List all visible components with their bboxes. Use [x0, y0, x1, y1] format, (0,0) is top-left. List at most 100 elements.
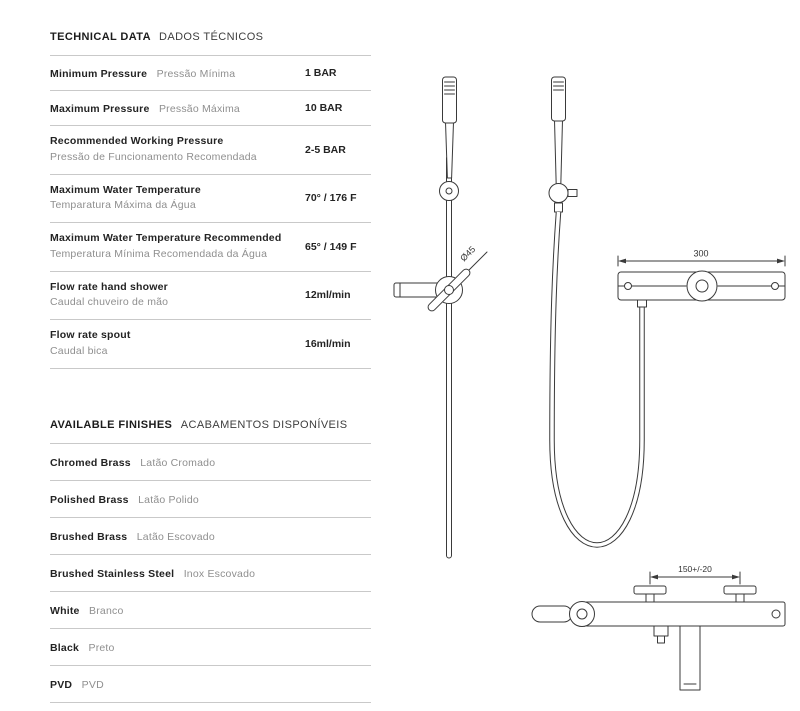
- row-label-en: Maximum Pressure: [50, 103, 150, 115]
- inlet-union-right: [723, 585, 757, 595]
- hose-nut: [554, 202, 563, 213]
- spray-face-lines: [444, 81, 455, 95]
- table-row-max-temperature: Maximum Water Temperature Temparatura Má…: [50, 175, 371, 223]
- row-value: 65° / 149 F: [305, 240, 357, 253]
- diameter-label: Ø45: [458, 244, 477, 263]
- dim-arrow-right: [777, 258, 785, 264]
- row-label-en: Maximum Water Temperature: [50, 183, 201, 196]
- bar-width-label: 300: [693, 249, 708, 259]
- table-row-flow-hand-shower: Flow rate hand shower Caudal chuveiro de…: [50, 272, 371, 320]
- handle-flange-inner: [576, 608, 588, 620]
- available-finishes-section: AVAILABLE FINISHES ACABAMENTOS DISPONÍVE…: [50, 419, 371, 703]
- hand-shower-outlet: [653, 625, 669, 637]
- finish-label-pt: Preto: [88, 641, 115, 654]
- row-value: 10 BAR: [305, 102, 343, 114]
- dim-arrow-left-2: [650, 574, 658, 580]
- hand-shower-head: [442, 76, 457, 124]
- row-label-pt: Temparatura Máxima da Água: [50, 199, 196, 212]
- mixer-front-drawing: 300: [617, 249, 786, 302]
- inlet-stem-right: [735, 593, 745, 603]
- table-row-working-pressure: Recommended Working Pressure Pressão de …: [50, 126, 371, 175]
- row-value: 12ml/min: [305, 289, 351, 302]
- finish-item-black: Black Preto: [50, 629, 371, 666]
- spout-down: [679, 625, 701, 691]
- bar-end-screw-left: [624, 282, 632, 290]
- technical-data-title: TECHNICAL DATA DADOS TÉCNICOS: [50, 31, 371, 43]
- finish-list: Chromed Brass Latão Cromado Polished Bra…: [50, 442, 371, 703]
- inlet-spacing-label: 150+/-20: [678, 564, 712, 574]
- dim-extension-lines-2: [649, 571, 741, 585]
- finish-label-en: Brushed Brass: [50, 530, 128, 543]
- dim-arrow-right-2: [732, 574, 740, 580]
- spray-face-lines-side: [553, 81, 564, 91]
- available-finishes-title-pt: ACABAMENTOS DISPONÍVEIS: [180, 418, 348, 431]
- row-label-pt: Caudal bica: [50, 344, 108, 357]
- row-label-pt: Pressão Mínima: [156, 68, 236, 80]
- table-row-max-pressure: Maximum Pressure Pressão Máxima 10 BAR: [50, 91, 371, 126]
- row-label-en: Flow rate spout: [50, 329, 131, 341]
- finish-item-brushed-brass: Brushed Brass Latão Escovado: [50, 518, 371, 555]
- thermostat-knob: [686, 270, 718, 302]
- available-finishes-title: AVAILABLE FINISHES ACABAMENTOS DISPONÍVE…: [50, 419, 371, 431]
- thermostat-knob-inner: [695, 279, 709, 293]
- finish-label-pt: Branco: [89, 604, 124, 617]
- side-view-drawing: [548, 76, 647, 548]
- row-label-pt: Temperatura Mínima Recomendada da Água: [50, 247, 268, 260]
- row-label-pt: Pressão de Funcionamento Recomendada: [50, 150, 257, 163]
- shower-hose-outer: [549, 211, 645, 548]
- row-label-en: Maximum Water Temperature Recommended: [50, 232, 282, 244]
- finish-item-chromed-brass: Chromed Brass Latão Cromado: [50, 444, 371, 481]
- hand-shower-handle: [445, 121, 454, 179]
- front-view-drawing: Ø45: [393, 76, 488, 559]
- row-labels: Maximum Water Temperature Temparatura Má…: [50, 183, 305, 215]
- slide-rail: [446, 155, 452, 559]
- spec-column: TECHNICAL DATA DADOS TÉCNICOS Minimum Pr…: [50, 31, 371, 703]
- row-labels: Recommended Working Pressure Pressão de …: [50, 134, 305, 166]
- finish-label-en: Chromed Brass: [50, 456, 131, 469]
- finish-label-en: Black: [50, 641, 80, 654]
- rail-holder-pin: [445, 187, 453, 195]
- finish-label-pt: PVD: [81, 678, 104, 691]
- table-row-flow-spout: Flow rate spout Caudal bica 16ml/min: [50, 320, 371, 369]
- technical-data-title-pt: DADOS TÉCNICOS: [159, 31, 264, 43]
- mixer-bar-body-side: [584, 601, 786, 627]
- finish-label-pt: Latão Polido: [138, 493, 199, 506]
- row-value: 1 BAR: [305, 67, 337, 79]
- finish-item-polished-brass: Polished Brass Latão Polido: [50, 481, 371, 518]
- diameter-leader-line: [466, 251, 488, 273]
- hand-shower-head-side: [551, 76, 566, 122]
- row-value: 16ml/min: [305, 337, 351, 350]
- row-labels: Flow rate hand shower Caudal chuveiro de…: [50, 280, 305, 312]
- row-labels: Maximum Pressure Pressão Máxima: [50, 99, 305, 117]
- finish-item-white: White Branco: [50, 592, 371, 629]
- shower-hose-inner: [550, 211, 644, 547]
- row-labels: Flow rate spout Caudal bica: [50, 328, 305, 360]
- finish-label-en: White: [50, 604, 80, 617]
- table-row-min-pressure: Minimum Pressure Pressão Mínima 1 BAR: [50, 56, 371, 91]
- row-label-en: Flow rate hand shower: [50, 280, 168, 293]
- mixer-side-drawing: 150+/-20: [531, 564, 786, 691]
- bar-end-screw-right: [771, 282, 779, 290]
- bar-end-cap: [771, 609, 781, 619]
- hand-shower-outlet-nipple: [657, 635, 665, 644]
- row-labels: Maximum Water Temperature Recommended Te…: [50, 231, 305, 263]
- inlet-union-left: [633, 585, 667, 595]
- inlet-stem-left: [645, 593, 655, 603]
- finish-label-pt: Inox Escovado: [183, 567, 256, 580]
- row-value: 2-5 BAR: [305, 143, 346, 156]
- valve-cap: [444, 285, 454, 295]
- rail-holder: [439, 181, 459, 201]
- technical-drawings: Ø45 300: [393, 76, 786, 691]
- finish-label-en: PVD: [50, 678, 73, 691]
- finish-label-en: Brushed Stainless Steel: [50, 567, 175, 580]
- finish-label-pt: Latão Escovado: [136, 530, 215, 543]
- finish-item-pvd: PVD PVD: [50, 666, 371, 703]
- technical-data-title-en: TECHNICAL DATA: [50, 31, 151, 43]
- hand-shower-handle-side: [554, 119, 563, 186]
- table-row-recommended-temperature: Maximum Water Temperature Recommended Te…: [50, 223, 371, 272]
- finish-item-brushed-stainless: Brushed Stainless Steel Inox Escovado: [50, 555, 371, 592]
- row-labels: Minimum Pressure Pressão Mínima: [50, 64, 305, 82]
- technical-data-table: Minimum Pressure Pressão Mínima 1 BAR Ma…: [50, 55, 371, 369]
- rail-holder-side: [548, 183, 569, 203]
